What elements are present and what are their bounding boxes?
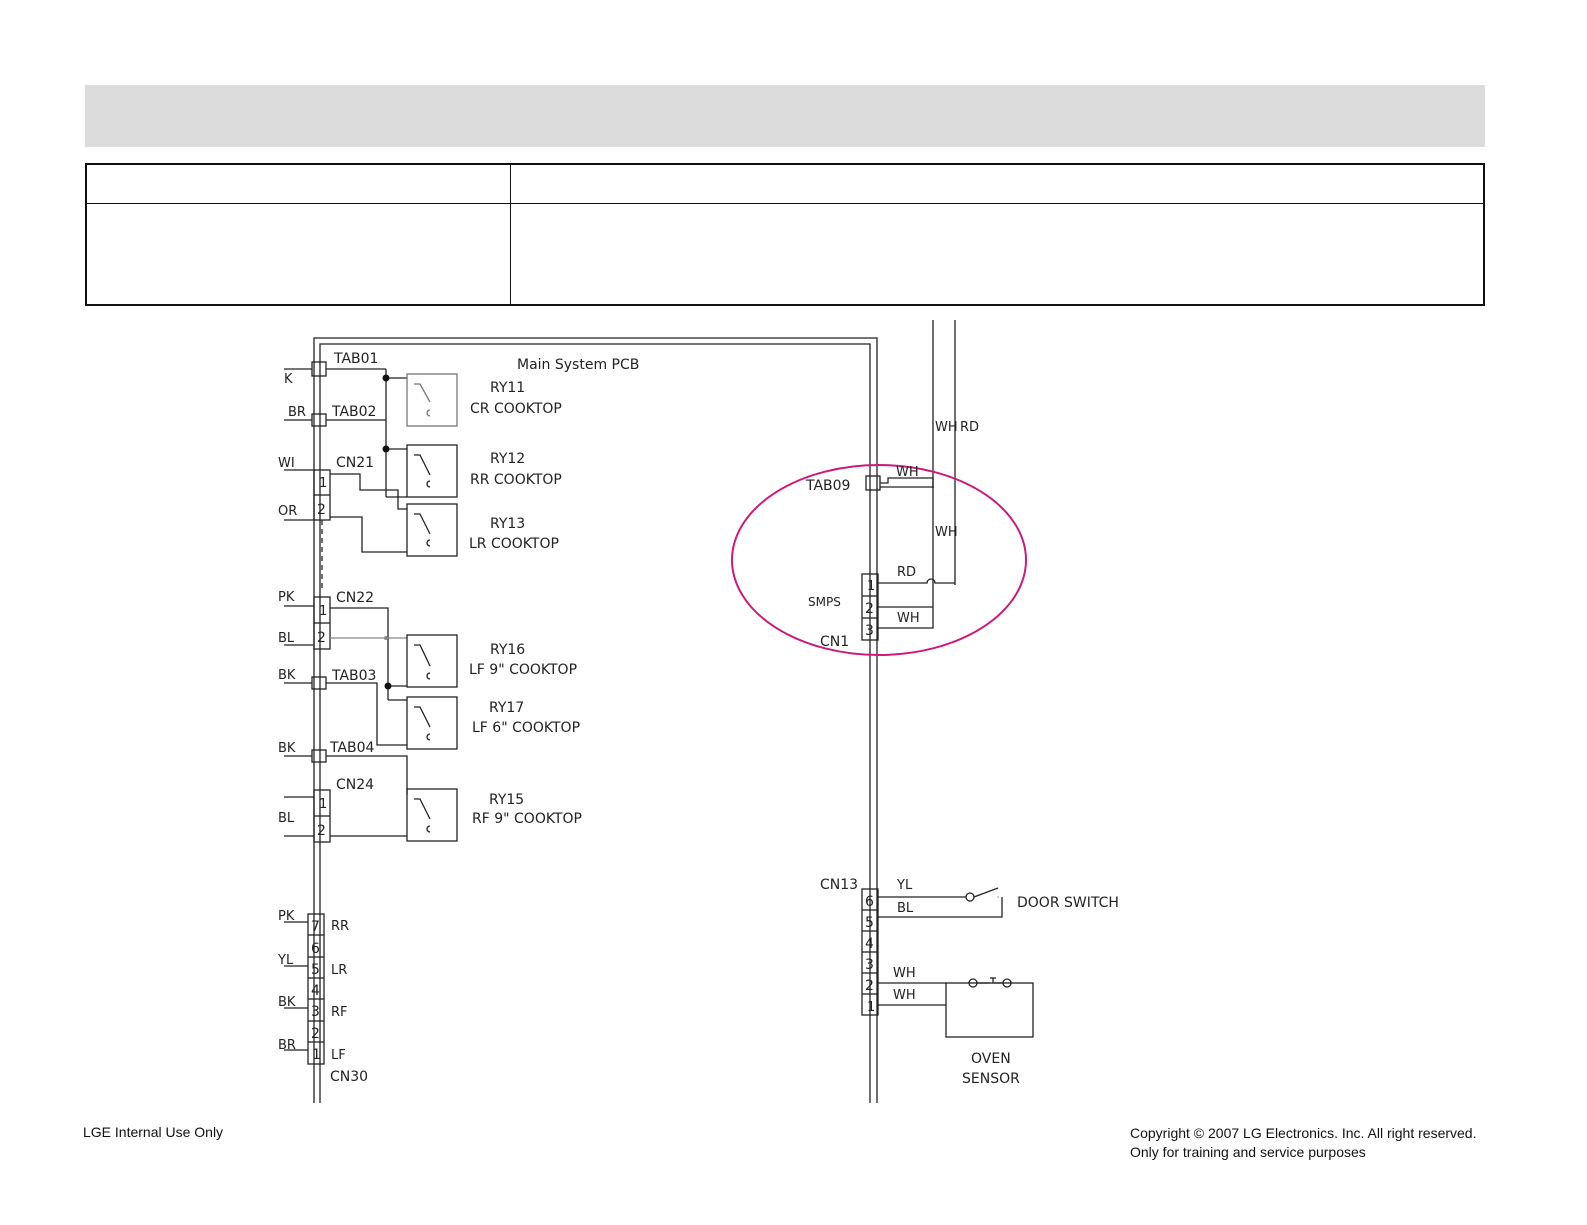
relay-box-ry16 [406, 634, 458, 688]
relay-ry15-id: RY15 [489, 792, 524, 808]
left-wire-label: YL [277, 953, 294, 968]
pin-number: 1 [319, 797, 327, 812]
door-switch-label: DOOR SWITCH [1017, 895, 1119, 911]
relay-ry11-id: RY11 [490, 380, 525, 396]
cn13-pin: 1 [867, 1000, 875, 1015]
cn13-pin: 3 [865, 957, 874, 973]
cn30-label: CN30 [330, 1069, 368, 1085]
pin-number: 1 [319, 476, 327, 491]
cn30-pin: 5 [311, 962, 320, 978]
pin-number: 2 [317, 502, 326, 518]
left-wire-label: BR [278, 1038, 296, 1053]
left-wire-label: BK [278, 995, 296, 1010]
wire-label-bl: BL [897, 901, 914, 916]
tab03-label: TAB03 [331, 668, 376, 684]
left-wire-label: PK [278, 590, 295, 605]
cn30-pin-label: RR [331, 919, 349, 934]
oven-label: OVEN [971, 1051, 1011, 1067]
pin-number: 1 [319, 604, 327, 619]
cn13-pin: 6 [865, 894, 874, 910]
relay-ry13-id: RY13 [490, 516, 525, 532]
pcb-title: Main System PCB [517, 357, 639, 373]
highlight-ellipse [731, 464, 1027, 656]
cn30-pin-label: LF [331, 1048, 346, 1063]
cn30-pin-label: RF [331, 1005, 348, 1020]
cn13-pin: 2 [865, 978, 874, 994]
relay-ry12-id: RY12 [490, 451, 525, 467]
info-table [85, 163, 1485, 306]
footer-internal-use: LGE Internal Use Only [83, 1124, 224, 1140]
copyright-line: Copyright © 2007 LG Electronics. Inc. Al… [1130, 1125, 1477, 1141]
cn30-pin: 3 [311, 1004, 320, 1020]
relay-box-ry13 [406, 503, 458, 557]
cn1-pin: 3 [865, 623, 874, 639]
cn13-label: CN13 [820, 877, 858, 893]
wire-label-yl: YL [896, 878, 913, 893]
left-wire-label: BR [288, 405, 306, 420]
cn30-pin: 4 [311, 983, 320, 999]
left-wire-label: BL [278, 631, 295, 646]
relay-box-ry15 [406, 788, 458, 842]
relay-ry16-id: RY16 [490, 642, 525, 658]
footer-copyright: Copyright © 2007 LG Electronics. Inc. Al… [1130, 1124, 1476, 1162]
relay-ry17-id: RY17 [489, 700, 524, 716]
relay-ry15-label: RF 9" COOKTOP [472, 811, 582, 827]
cn21-label: CN21 [336, 455, 374, 471]
smps-label: SMPS [808, 595, 841, 609]
table-column-divider [510, 165, 511, 304]
left-wire-label: BL [278, 811, 295, 826]
left-wire-label: OR [278, 504, 297, 519]
cn30-pin: 2 [311, 1026, 320, 1042]
wire-label-wh: WH [896, 465, 919, 480]
left-wire-label: WI [278, 456, 295, 471]
pin-number: 2 [317, 823, 326, 839]
relay-ry12-label: RR COOKTOP [470, 472, 562, 488]
relay-box-ry12 [406, 444, 458, 498]
cn13-pin: 4 [865, 936, 874, 952]
cn1-pin: 1 [867, 579, 875, 594]
tab02-label: TAB02 [331, 404, 376, 420]
oven-sensor-box [945, 982, 1034, 1038]
wire-label-wh: WH [897, 611, 920, 626]
wire-label-wh: WH [935, 525, 958, 540]
left-wire-label: BK [278, 741, 296, 756]
cn30-pin: 7 [311, 919, 320, 935]
cn30-pin-label: LR [331, 963, 347, 978]
pcb-outline [313, 337, 878, 1103]
training-line: Only for training and service purposes [1130, 1144, 1366, 1160]
wire-label-wh: WH [893, 988, 916, 1003]
relay-box-ry11 [406, 373, 458, 427]
cn13-pin: 5 [865, 915, 874, 931]
cn1-label: CN1 [820, 634, 849, 650]
relay-ry11-label: CR COOKTOP [470, 401, 562, 417]
header-bar [85, 85, 1485, 147]
wiring-diagram: Main System PCB TAB01 TAB02 TAB03 TAB04 … [277, 320, 1119, 1103]
left-wire-label: K [284, 372, 293, 387]
connector-cn30-body [307, 913, 325, 1065]
pcb-outline-inner [319, 343, 871, 1103]
table-row-divider [87, 203, 1483, 204]
cn1-pin: 2 [865, 601, 874, 617]
cn24-label: CN24 [336, 777, 374, 793]
relay-ry17-label: LF 6" COOKTOP [472, 720, 580, 736]
pin-number: 2 [317, 630, 326, 646]
tab01-label: TAB01 [333, 351, 378, 367]
relay-ry13-label: LR COOKTOP [469, 536, 559, 552]
relay-box-ry17 [406, 696, 458, 750]
tab04-label: TAB04 [329, 740, 375, 756]
left-wire-label: PK [278, 909, 295, 924]
cn30-pin: 6 [311, 941, 320, 957]
tab09-label: TAB09 [805, 478, 850, 494]
wire-label-rd: RD [897, 565, 916, 580]
wire-label-rd: RD [960, 420, 979, 435]
relay-ry16-label: LF 9" COOKTOP [469, 662, 577, 678]
cn30-pin: 1 [312, 1047, 321, 1063]
left-wire-label: BK [278, 668, 296, 683]
sensor-label: SENSOR [962, 1071, 1020, 1087]
wire-label-wh: WH [893, 966, 916, 981]
cn22-label: CN22 [336, 590, 374, 606]
wire-label-wh: WH [935, 420, 958, 435]
